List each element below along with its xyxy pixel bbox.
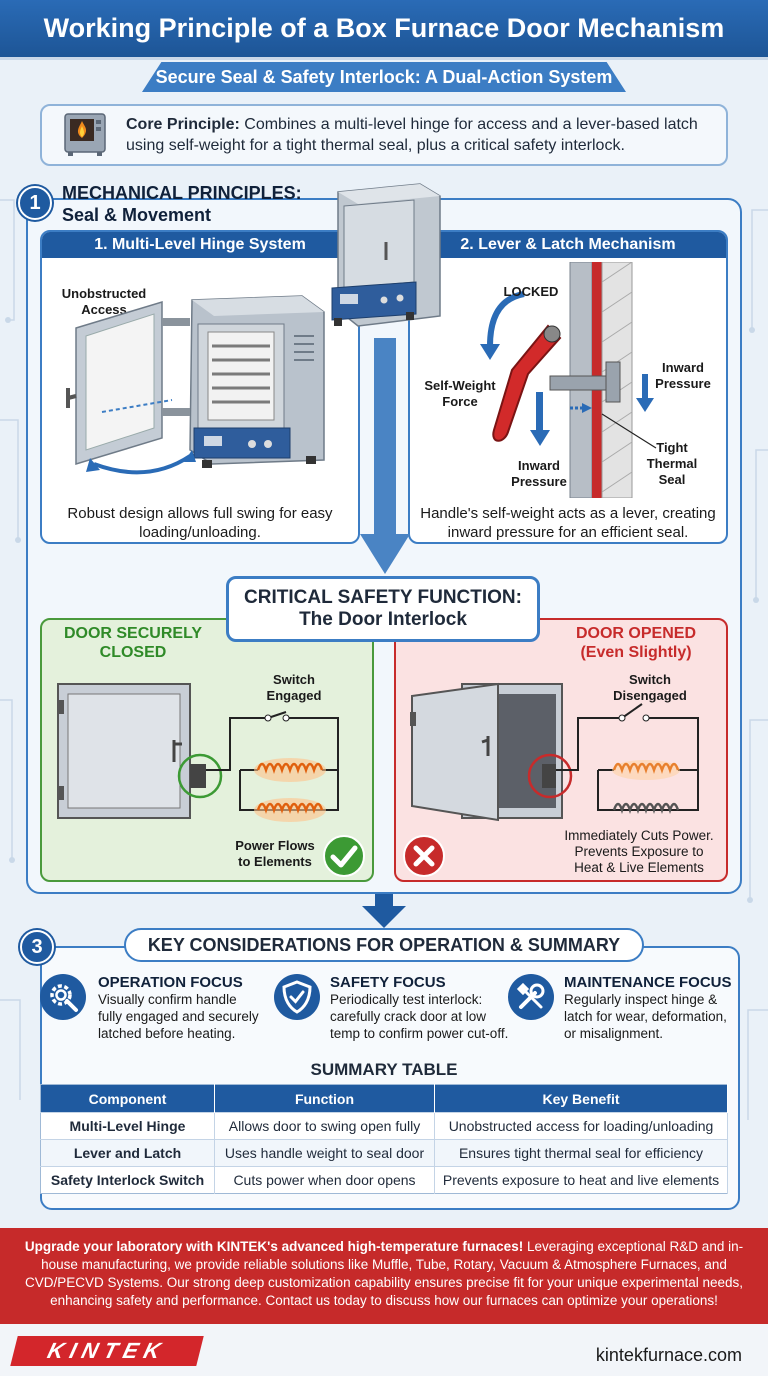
operation-focus: OPERATION FOCUS Visually confirm handle …	[98, 974, 259, 1041]
maintenance-focus: MAINTENANCE FOCUS Regularly inspect hing…	[564, 974, 732, 1041]
table-cell: Multi-Level Hinge	[40, 1112, 215, 1140]
wrench-screwdriver-icon	[508, 974, 554, 1020]
table-header: Function	[214, 1084, 435, 1113]
hinge-furnace-illustration	[66, 295, 325, 475]
table-cell: Unobstructed access for loading/unloadin…	[434, 1112, 728, 1140]
hinge-caption: Robust design allows full swing for easy…	[67, 505, 333, 541]
center-furnace-illustration	[331, 183, 441, 327]
flow-arrow-down-1	[360, 338, 410, 574]
circuit-background	[0, 199, 768, 1120]
opened-circuit-diagram	[410, 682, 699, 822]
core-principle-box	[40, 104, 728, 166]
door-opened-heading: DOOR OPENED(Even Slightly)	[575, 625, 696, 661]
summary-table-title: SUMMARY TABLE	[310, 1060, 458, 1079]
page-subtitle: Secure Seal & Safety Interlock: A Dual-A…	[142, 62, 626, 92]
label-cuts-power: Immediately Cuts Power.Prevents Exposure…	[564, 828, 714, 875]
table-header: Component	[40, 1084, 215, 1113]
mechanical-title: MECHANICAL PRINCIPLES:Seal & Movement	[62, 183, 302, 225]
check-icon	[323, 835, 365, 877]
table-cell: Uses handle weight to seal door	[214, 1139, 435, 1167]
core-principle-text: Core Principle: Combines a multi-level h…	[126, 116, 698, 154]
table-cell: Lever and Latch	[40, 1139, 215, 1167]
label-locked: LOCKED	[503, 284, 559, 299]
furnace-icon	[64, 113, 106, 156]
lever-caption: Handle's self-weight acts as a lever, cr…	[420, 505, 716, 541]
table-cell: Ensures tight thermal seal for efficienc…	[434, 1139, 728, 1167]
safety-focus: SAFETY FOCUS Periodically test interlock…	[330, 974, 509, 1041]
gear-search-icon	[40, 974, 86, 1020]
table-row: Multi-Level Hinge Allows door to swing o…	[40, 1112, 728, 1140]
page-title: Working Principle of a Box Furnace Door …	[0, 0, 768, 60]
step-number-1: 1	[18, 186, 52, 220]
x-icon	[403, 835, 445, 877]
table-cell: Safety Interlock Switch	[40, 1166, 215, 1194]
table-row: Safety Interlock Switch Cuts power when …	[40, 1166, 728, 1194]
table-row: Lever and Latch Uses handle weight to se…	[40, 1139, 728, 1167]
table-cell: Prevents exposure to heat and live eleme…	[434, 1166, 728, 1194]
table-header-row: Component Function Key Benefit	[40, 1084, 728, 1113]
promo-banner: Upgrade your laboratory with KINTEK's ad…	[0, 1228, 768, 1324]
hinge-panel-header: 1. Multi-Level Hinge System	[42, 232, 358, 258]
table-cell: Allows door to swing open fully	[214, 1112, 435, 1140]
closed-circuit-diagram	[57, 683, 339, 822]
lever-panel-header: 2. Lever & Latch Mechanism	[410, 232, 726, 258]
safety-title: CRITICAL SAFETY FUNCTION:The Door Interl…	[226, 576, 540, 642]
table-header: Key Benefit	[434, 1084, 728, 1113]
table-cell: Cuts power when door opens	[214, 1166, 435, 1194]
lever-latch-illustration	[480, 262, 657, 498]
website-link[interactable]: kintekfurnace.com	[595, 1345, 742, 1365]
summary-table: Component Function Key Benefit Multi-Lev…	[40, 1084, 728, 1194]
flow-arrow-down-2	[362, 894, 406, 928]
shield-check-icon	[274, 974, 320, 1020]
considerations-title: KEY CONSIDERATIONS FOR OPERATION & SUMMA…	[124, 928, 644, 962]
kintek-logo[interactable]: KINTEK	[10, 1336, 204, 1366]
step-number-3: 3	[20, 930, 54, 964]
